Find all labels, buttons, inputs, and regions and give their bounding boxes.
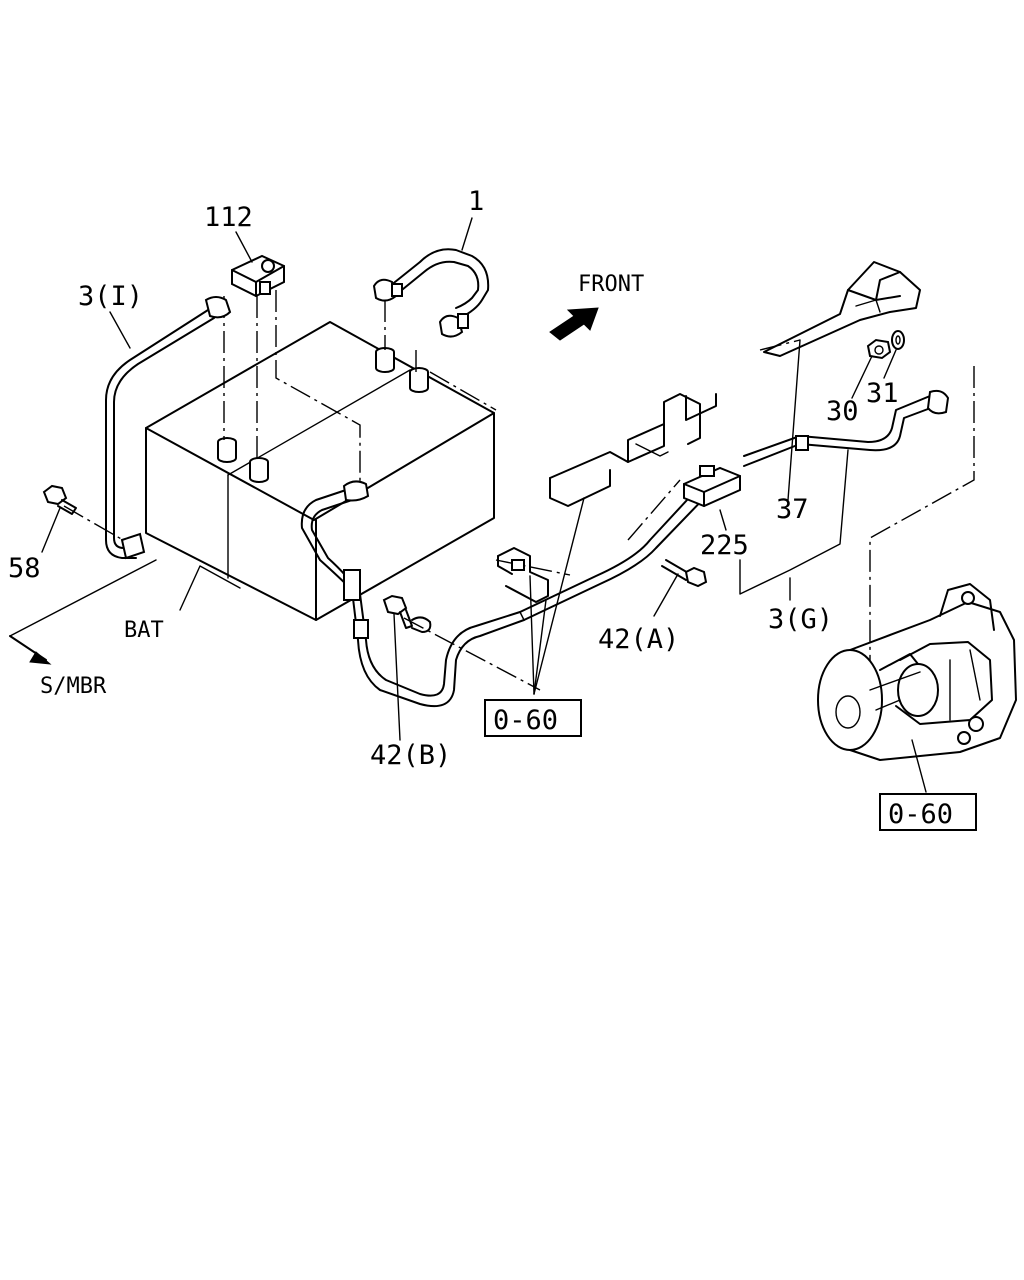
bracket-upper xyxy=(549,393,717,507)
starter-motor xyxy=(817,583,1017,761)
label-part-3-g: 3(G) xyxy=(768,604,833,635)
ref-box-2-label[interactable]: 0-60 xyxy=(888,799,953,830)
label-part-37: 37 xyxy=(776,494,809,525)
nut-30 xyxy=(866,338,892,360)
bracket-lower xyxy=(497,547,549,603)
leader-lines xyxy=(41,217,927,793)
cable-3-g xyxy=(519,389,950,621)
label-part-42-b: 42(B) xyxy=(370,740,451,771)
bolt-58 xyxy=(42,484,77,515)
label-part-112: 112 xyxy=(204,202,253,233)
label-s-mbr: S/MBR xyxy=(40,674,107,699)
label-part-3-i: 3(I) xyxy=(78,281,143,312)
label-part-1: 1 xyxy=(468,186,484,217)
s-mbr-arrow-icon xyxy=(9,559,157,665)
cable-1 xyxy=(372,248,490,338)
label-part-42-a: 42(A) xyxy=(598,624,679,655)
label-bat: BAT xyxy=(124,618,164,643)
bolt-42-a xyxy=(661,559,708,588)
label-part-58: 58 xyxy=(8,553,41,584)
label-front: FRONT xyxy=(578,272,644,297)
ref-box-1-frame xyxy=(484,699,582,737)
negative-cable xyxy=(300,480,525,708)
battery-pack xyxy=(145,321,495,621)
terminal-112 xyxy=(231,254,285,298)
cable-3-i xyxy=(105,296,232,560)
front-arrow-icon xyxy=(549,307,599,341)
label-part-225: 225 xyxy=(700,530,749,561)
ref-box-2-frame xyxy=(879,793,977,831)
cover-37 xyxy=(763,261,921,357)
ref-box-1-label[interactable]: 0-60 xyxy=(493,705,558,736)
leader-dashed-lines xyxy=(63,290,975,691)
label-part-30: 30 xyxy=(826,396,859,427)
label-part-31: 31 xyxy=(866,378,899,409)
bolt-42-b xyxy=(382,594,432,633)
washer-31 xyxy=(891,330,905,350)
